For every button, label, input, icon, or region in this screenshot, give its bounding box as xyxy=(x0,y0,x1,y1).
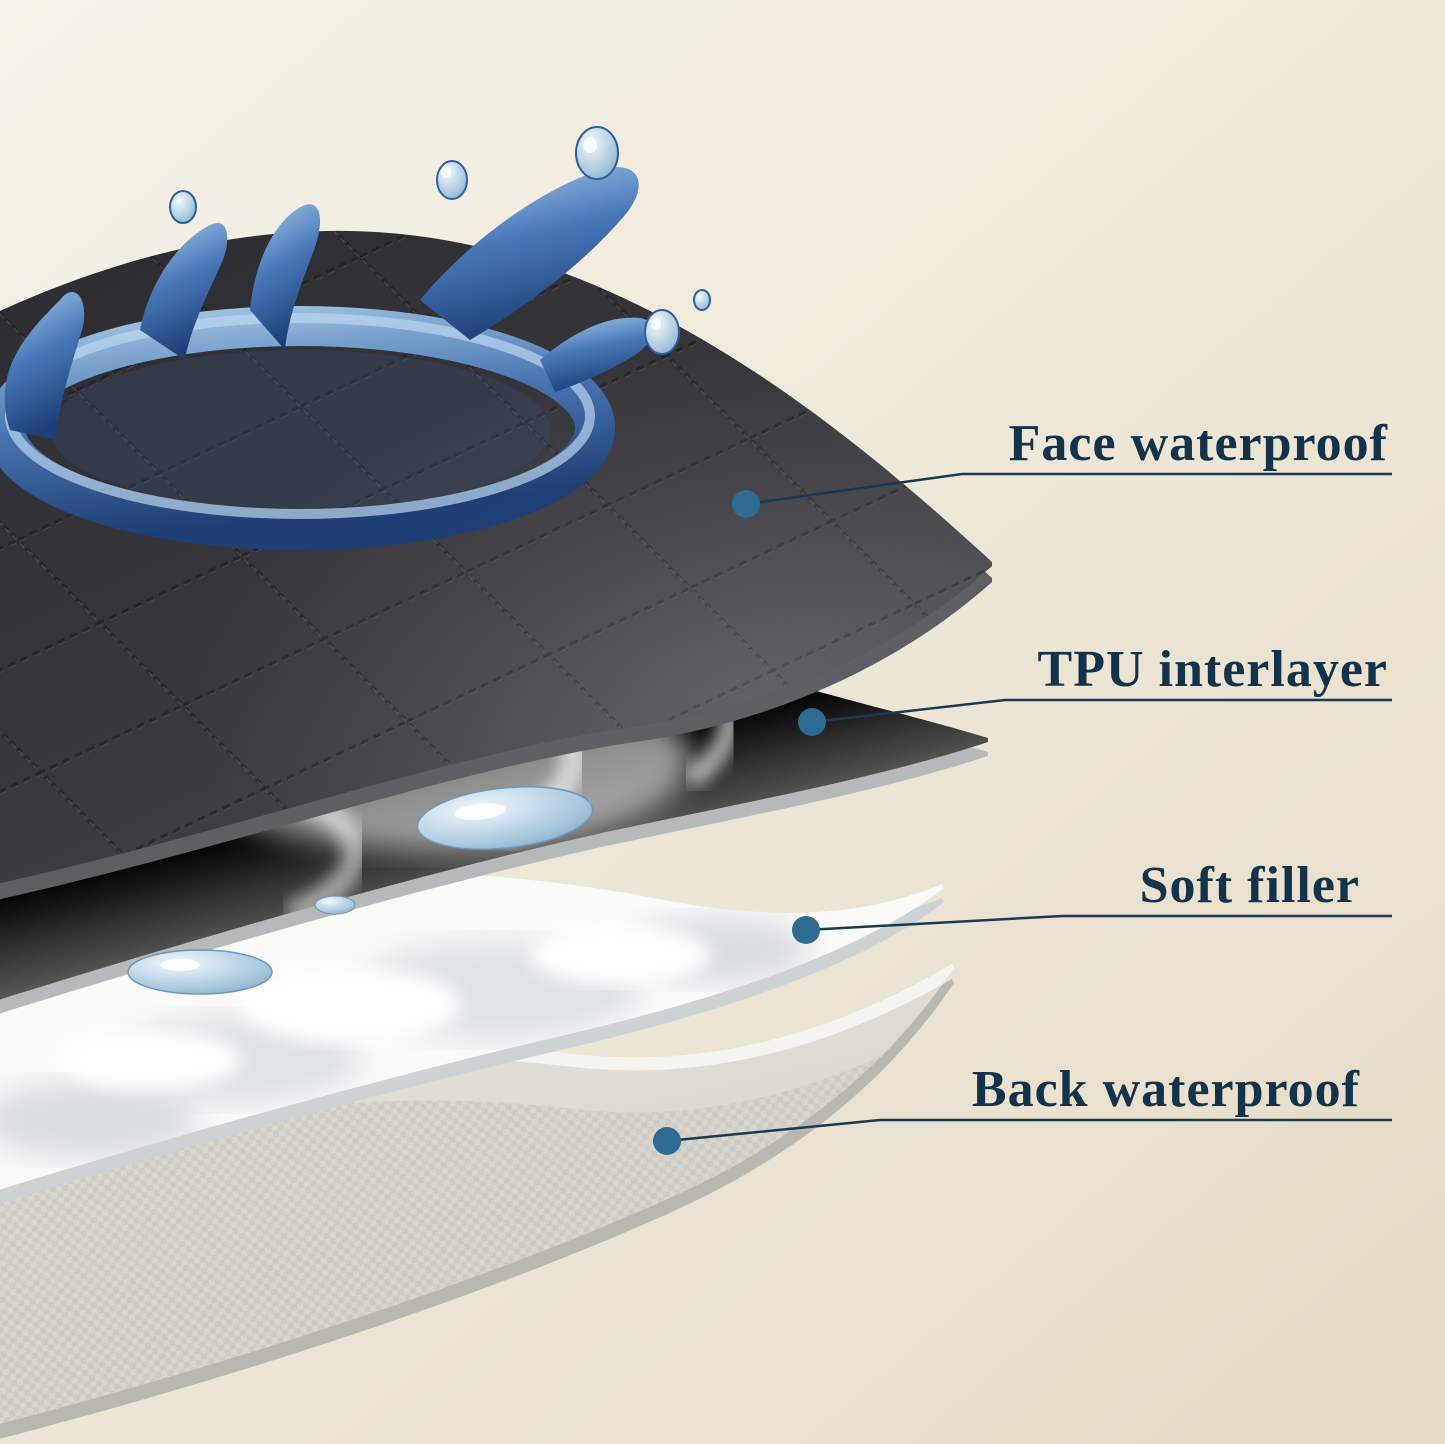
callout-label: Back waterproof xyxy=(972,1061,1360,1118)
callout-label: Face waterproof xyxy=(1009,415,1388,472)
callout-line xyxy=(811,698,1392,724)
face-waterproof-layer xyxy=(0,126,992,908)
callout-tpu-interlayer: TPU interlayer xyxy=(798,641,1392,736)
callout-back-waterproof: Back waterproof xyxy=(653,1061,1392,1155)
callout-dot xyxy=(732,490,760,518)
callout-line xyxy=(745,472,1392,506)
callout-label: Soft filler xyxy=(1140,857,1360,914)
callouts: Face waterproof TPU interlayer Soft fill… xyxy=(653,415,1392,1155)
soft-filler-layer xyxy=(0,870,944,1216)
water-splash xyxy=(0,126,711,550)
callout-dot xyxy=(653,1127,681,1155)
callout-face-waterproof: Face waterproof xyxy=(732,415,1392,518)
callout-line xyxy=(666,1118,1392,1143)
callout-soft-filler: Soft filler xyxy=(792,857,1392,944)
callout-line xyxy=(805,914,1392,932)
callout-dot xyxy=(798,708,826,736)
callout-dot xyxy=(792,916,820,944)
callout-label: TPU interlayer xyxy=(1038,641,1388,698)
